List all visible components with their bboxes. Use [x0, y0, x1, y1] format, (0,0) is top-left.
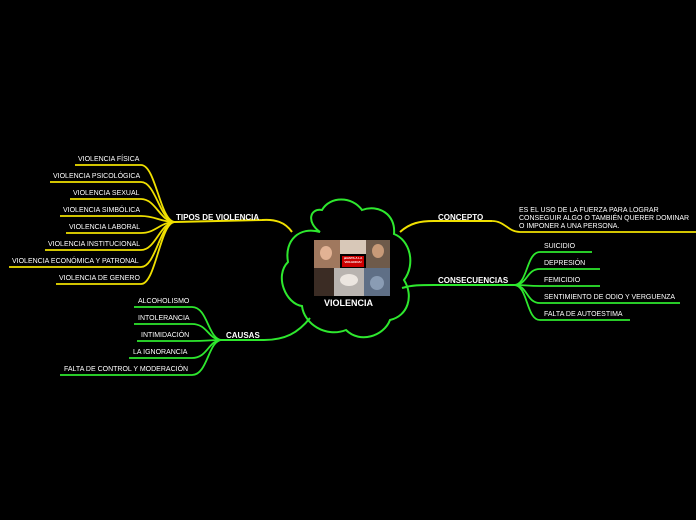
topic-concepto-label[interactable]: CONCEPTO — [438, 213, 484, 222]
causa-item[interactable]: ALCOHOLISMO — [138, 298, 190, 305]
tipo-item[interactable]: VIOLENCIA LABORAL — [69, 224, 141, 231]
branch-concepto — [399, 220, 492, 233]
leaf-connector-line — [60, 339, 223, 376]
consecuencia-item[interactable]: FEMICIDIO — [544, 277, 581, 284]
branch-tipos — [174, 218, 293, 233]
tipo-item[interactable]: VIOLENCIA SIMBÓLICA — [63, 207, 141, 214]
central-topic-label: VIOLENCIA — [324, 298, 374, 308]
branch-consecuencias — [401, 284, 514, 289]
leaf-connector-line — [60, 215, 176, 223]
concepto-definition-text[interactable]: ES EL USO DE LA FUERZA PARA LOGRAR CONSE… — [519, 207, 690, 230]
leaf-connectors — [9, 164, 696, 376]
consecuencia-item[interactable]: FALTA DE AUTOESTIMA — [544, 311, 623, 318]
leaf-connector-line — [56, 221, 176, 285]
tipo-item[interactable]: VIOLENCIA ECONÓMICA Y PATRONAL — [12, 258, 139, 265]
consecuencia-item[interactable]: SUICIDIO — [544, 243, 576, 250]
causa-item[interactable]: INTIMIDACIÓN — [141, 332, 190, 339]
causa-item[interactable]: LA IGNORANCIA — [133, 349, 188, 356]
tipo-item[interactable]: VIOLENCIA PSICOLÓGICA — [53, 173, 141, 180]
leaf-connector-line — [137, 339, 223, 342]
violence-photo-collage: ¡BASTA A LA VIOLENCIA! — [314, 240, 390, 296]
causa-item[interactable]: INTOLERANCIA — [138, 315, 190, 322]
consecuencia-item[interactable]: DEPRESIÓN — [544, 260, 586, 267]
causa-item[interactable]: FALTA DE CONTROL Y MODERACIÓN — [64, 366, 189, 373]
tipo-item[interactable]: VIOLENCIA FÍSICA — [78, 156, 140, 163]
topic-causas-label[interactable]: CAUSAS — [226, 331, 260, 340]
tipo-item[interactable]: VIOLENCIA DE GENERO — [59, 275, 140, 282]
leaf-connector-line — [491, 220, 696, 233]
leaf-connector-line — [513, 284, 600, 287]
leaf-connector-line — [513, 284, 630, 321]
topic-consecuencias-label[interactable]: CONSECUENCIAS — [438, 276, 509, 285]
branch-causas — [222, 317, 311, 341]
topic-tipos-label[interactable]: TIPOS DE VIOLENCIA — [176, 213, 260, 222]
photo-caption-banner: ¡BASTA A LA VIOLENCIA! — [342, 256, 364, 267]
consecuencia-item[interactable]: SENTIMIENTO DE ODIO Y VERGUENZA — [544, 294, 676, 301]
tipo-item[interactable]: VIOLENCIA INSTITUCIONAL — [48, 241, 141, 248]
tipo-item[interactable]: VIOLENCIA SEXUAL — [73, 190, 140, 197]
